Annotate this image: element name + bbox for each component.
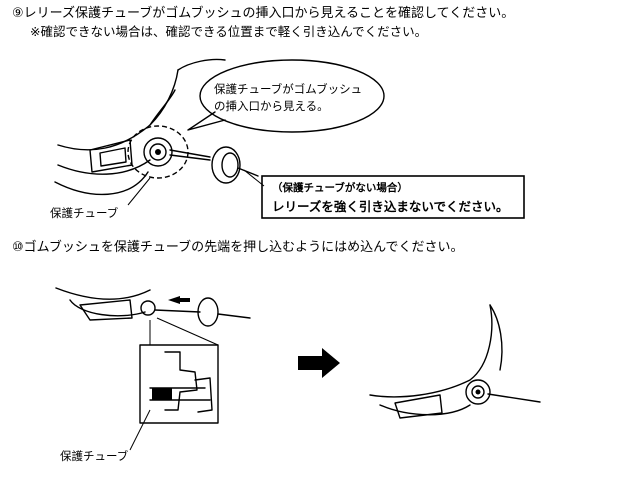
warning-text: レリーズを強く引き込まないでください。	[272, 199, 509, 214]
step9-title: ⑨レリーズ保護チューブがゴムブッシュの挿入口から見えることを確認してください。	[12, 6, 515, 21]
step9-subtitle: ※確認できない場合は、確認できる位置まで軽く引き込んでください。	[30, 24, 428, 39]
callout-line2: の挿入口から見える。	[214, 99, 329, 113]
step10-title: ⑩ゴムブッシュを保護チューブの先端を押し込むようにはめ込んでください。	[12, 240, 464, 255]
warning-heading: （保護チューブがない場合）	[272, 182, 408, 194]
callout-line1: 保護チューブがゴムブッシュ	[214, 82, 363, 96]
protective-tube-label-10: 保護チューブ	[60, 449, 129, 463]
protective-tube-label-9: 保護チューブ	[50, 206, 119, 220]
